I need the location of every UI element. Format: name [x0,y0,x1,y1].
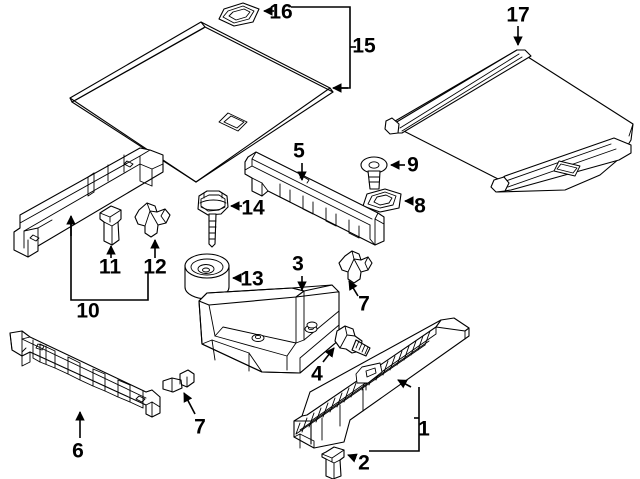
callout-label-4: 4 [311,363,323,386]
callout-4-leader [322,347,335,363]
callout-label-2: 2 [358,452,370,475]
callout-label-3: 3 [292,253,304,276]
part-floor-panel-lift-handle [218,2,260,27]
part-tie-down-ring [197,190,229,248]
callout-label-9: 9 [407,154,419,177]
part-cover-pivot-bolt [360,156,388,190]
part-rail-clip-screw-lower [162,369,195,393]
callout-7-upper-leader [348,280,359,297]
callout-label-17: 17 [506,4,529,27]
callout-label-7-lower: 7 [194,416,206,439]
callout-labels: 1 2 3 4 5 6 7 7 8 9 10 11 12 13 14 15 16… [72,1,530,475]
callout-10-bracket [66,215,149,301]
part-retractable-cargo-cover [384,49,634,193]
part-upper-cargo-rail-assembly [13,147,164,258]
callout-label-13: 13 [240,268,263,291]
part-rail-retainer-clip [99,205,122,246]
part-rear-sill-scuff-plate [293,317,470,449]
callout-label-15: 15 [352,35,376,58]
part-bin-screw [334,325,371,357]
callout-1-bracket [369,379,420,452]
callout-2-leader [347,453,358,463]
callout-7-lower-leader [183,392,196,415]
callout-label-14: 14 [241,197,265,220]
callout-15-bracket [291,6,356,93]
callout-label-1: 1 [418,418,430,441]
part-cargo-storage-bin [198,284,340,374]
part-scuff-plate-clip [321,446,345,479]
callout-label-5: 5 [293,140,305,163]
callout-label-8: 8 [414,195,426,218]
callout-label-16: 16 [269,1,292,24]
callout-label-6: 6 [72,440,84,463]
part-rail-clip-screw-upper [338,250,373,284]
callout-label-10: 10 [76,300,99,323]
part-push-in-fastener [134,202,171,238]
callout-label-11: 11 [99,256,122,279]
part-cargo-floor-panel [69,21,334,183]
part-lower-cargo-rail [9,330,161,418]
callout-label-7-upper: 7 [358,293,370,316]
callout-label-12: 12 [143,256,166,279]
